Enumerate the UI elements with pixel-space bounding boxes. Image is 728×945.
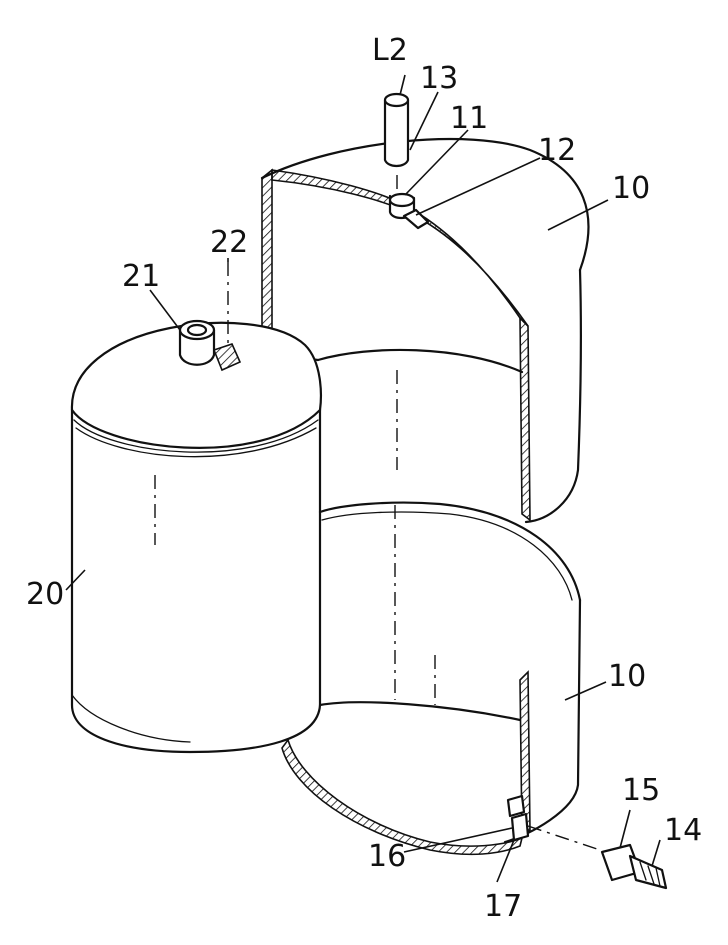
- label-12: 12: [538, 133, 576, 168]
- label-15: 15: [622, 773, 660, 808]
- label-22: 22: [210, 225, 248, 260]
- label-20: 20: [26, 577, 64, 612]
- label-13: 13: [420, 61, 458, 96]
- label-17: 17: [484, 889, 522, 924]
- label-14: 14: [664, 813, 702, 848]
- leader-lines: [65, 74, 661, 883]
- label-10-lower: 10: [608, 659, 646, 694]
- label-21: 21: [122, 259, 160, 294]
- label-11: 11: [450, 101, 488, 136]
- inner-tank: [70, 262, 322, 754]
- reference-labels: L2 13 11 12 10 22 21 20 10 15 14 16 17: [26, 33, 702, 924]
- upper-shell: [260, 92, 590, 524]
- label-10-upper: 10: [612, 171, 650, 206]
- label-l2: L2: [372, 33, 408, 68]
- lower-shell: [281, 501, 668, 890]
- label-16: 16: [368, 839, 406, 874]
